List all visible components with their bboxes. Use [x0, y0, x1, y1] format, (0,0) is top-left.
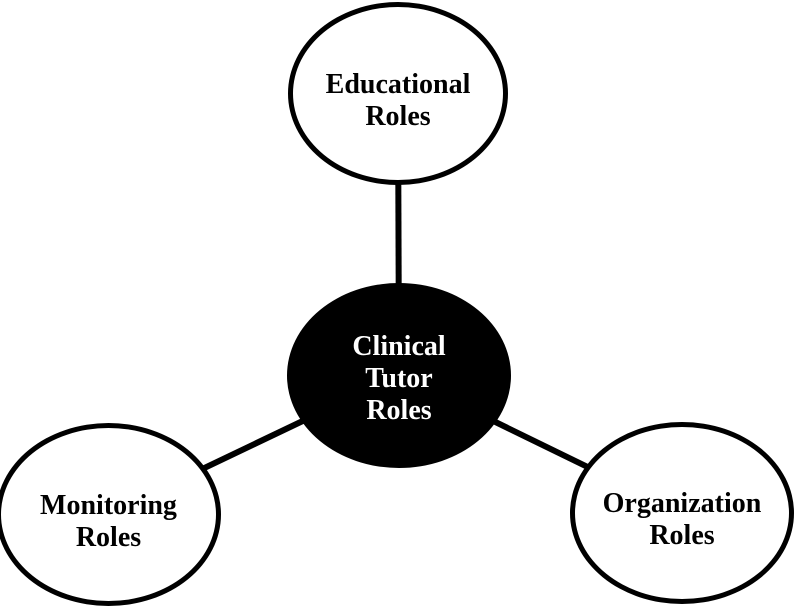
- node-clinical-tutor-roles: Clinical Tutor Roles: [287, 283, 511, 468]
- node-educational-roles-label: Educational Roles: [325, 68, 471, 132]
- node-organization-roles-label: Organization Roles: [602, 488, 762, 551]
- node-monitoring-roles-label: Monitoring Roles: [40, 489, 177, 553]
- node-organization-roles: Organization Roles: [570, 422, 794, 604]
- node-monitoring-roles: Monitoring Roles: [0, 423, 221, 606]
- node-clinical-tutor-roles-label: Clinical Tutor Roles: [352, 330, 446, 426]
- node-educational-roles: Educational Roles: [288, 2, 508, 185]
